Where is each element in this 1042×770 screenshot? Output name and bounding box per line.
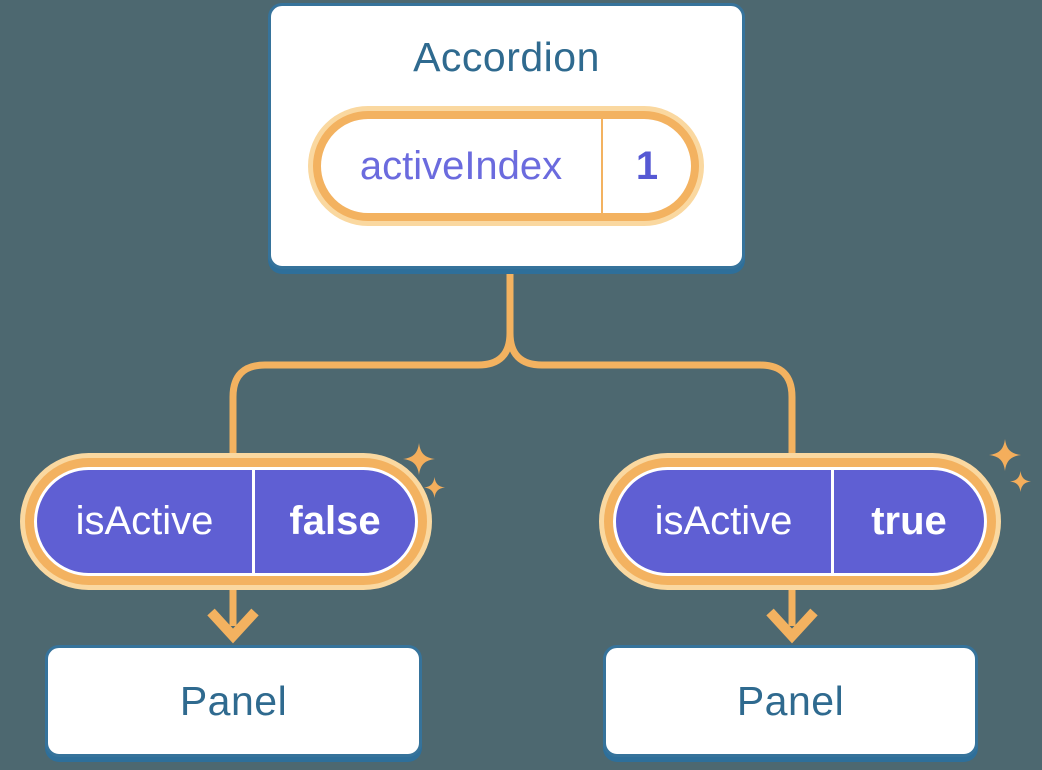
is-active-prop-pill-right: isActive true — [604, 458, 996, 585]
arrowhead-left — [207, 608, 259, 644]
prop-value: true — [871, 499, 947, 543]
sparkle-icon — [989, 439, 1031, 492]
pill-divider — [831, 470, 834, 573]
prop-value: false — [289, 499, 381, 543]
panel-title: Panel — [736, 677, 845, 724]
pill-divider — [252, 470, 255, 573]
arrowhead-right — [766, 608, 818, 644]
panel-component-card-right: Panel — [603, 645, 978, 757]
accordion-title: Accordion — [413, 34, 600, 80]
pill-divider — [601, 119, 603, 213]
connector-branch-right — [506, 268, 796, 626]
prop-pill-body: isActive false — [34, 467, 418, 576]
prop-pill-body: isActive true — [613, 467, 987, 576]
prop-name-label: isActive — [75, 499, 214, 543]
is-active-prop-pill-left: isActive false — [25, 458, 427, 585]
panel-component-card-left: Panel — [45, 645, 422, 757]
panel-title: Panel — [179, 677, 288, 724]
prop-name-label: isActive — [654, 499, 793, 543]
state-value: 1 — [635, 143, 659, 188]
active-index-state-pill: activeIndex 1 — [313, 111, 699, 221]
state-name-label: activeIndex — [359, 143, 563, 188]
sparkle-icon — [403, 443, 445, 498]
